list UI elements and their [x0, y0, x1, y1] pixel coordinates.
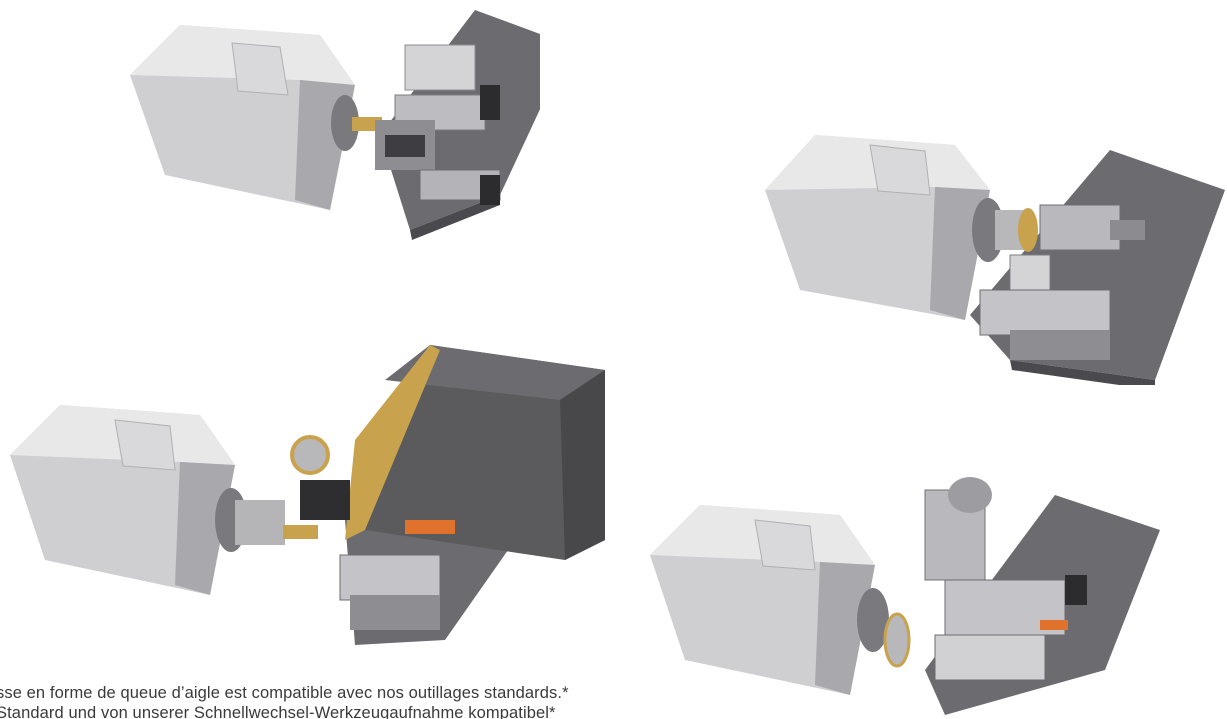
caption-line-2-text: Standard und von unserer Schnellwechsel-…	[0, 704, 556, 719]
caption-line-2: Standard und von unserer Schnellwechsel-…	[0, 704, 556, 719]
machine-illustration-2	[760, 115, 1225, 385]
caption-line-1: sse en forme de queue d’aigle est compat…	[0, 684, 569, 702]
machine-illustration-3	[5, 340, 615, 675]
machine-illustration-1	[120, 5, 540, 240]
machine-illustration-4	[645, 460, 1225, 715]
